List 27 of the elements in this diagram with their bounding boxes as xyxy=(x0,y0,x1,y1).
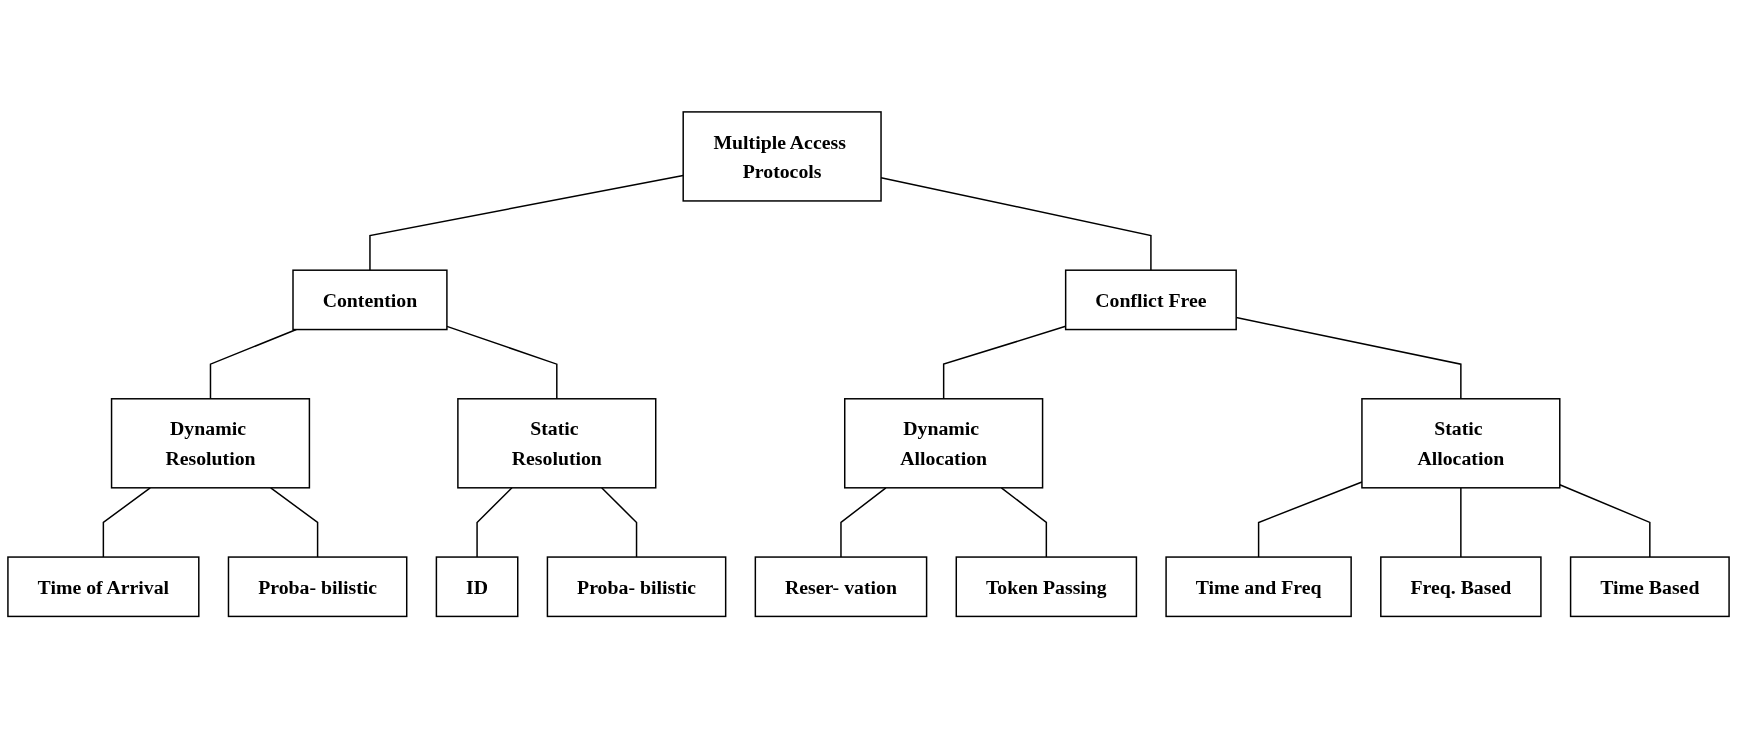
node-box: Static Resolution xyxy=(457,398,657,489)
node-box: Multiple Access Protocols xyxy=(682,111,882,202)
connector xyxy=(1000,487,1048,559)
node-box: Reser- vation xyxy=(754,556,928,618)
connector xyxy=(209,329,298,400)
node-box: Conflict Free xyxy=(1064,269,1237,331)
connector xyxy=(840,487,887,559)
node-box: Static Allocation xyxy=(1361,398,1561,489)
connector xyxy=(270,487,319,559)
connector xyxy=(1559,484,1651,559)
connector xyxy=(446,325,558,400)
node-box: Contention xyxy=(292,269,448,331)
node-box: Proba- bilistic xyxy=(227,556,408,618)
node-box: ID xyxy=(435,556,519,618)
node-box: Time of Arrival xyxy=(7,556,200,618)
node-box: Dynamic Resolution xyxy=(110,398,311,489)
node-box: Token Passing xyxy=(955,556,1138,618)
connector xyxy=(1460,487,1462,559)
connector xyxy=(600,487,638,559)
node-box: Dynamic Allocation xyxy=(844,398,1044,489)
connector xyxy=(369,175,684,272)
node-box: Time Based xyxy=(1569,556,1730,618)
connector xyxy=(102,487,151,559)
connector xyxy=(476,487,513,559)
node-box: Time and Freq xyxy=(1165,556,1352,618)
node-box: Proba- bilistic xyxy=(546,556,727,618)
node-box: Freq. Based xyxy=(1380,556,1542,618)
